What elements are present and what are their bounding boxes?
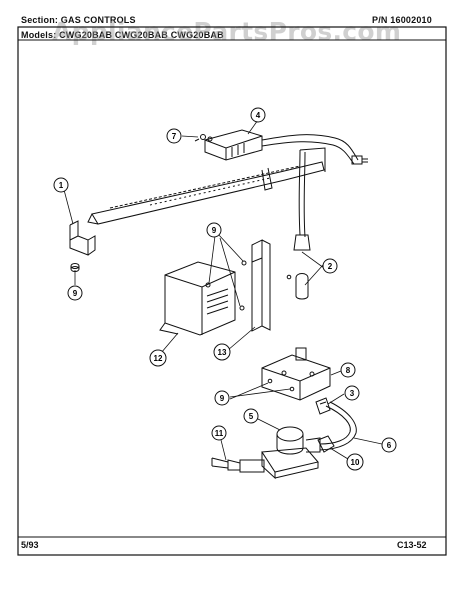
svg-text:9: 9 [73, 289, 78, 298]
callout-9-cover: 9 [206, 222, 222, 238]
svg-text:1: 1 [59, 181, 64, 190]
svg-text:9: 9 [212, 226, 217, 235]
callout-9-bracket: 9 [67, 285, 83, 301]
models-list: Models: CWG20BAB CWG20BAB CWG20BAB [21, 30, 224, 40]
callout-1: 1 [53, 177, 69, 193]
leader-lines [62, 119, 383, 461]
svg-text:4: 4 [256, 111, 261, 120]
svg-text:10: 10 [351, 458, 360, 467]
revision-date: 5/93 [21, 540, 39, 550]
burner-tube [87, 147, 326, 225]
svg-text:2: 2 [328, 262, 333, 271]
callout-6: 6 [381, 437, 397, 453]
tube-fitting [315, 397, 331, 415]
gas-valve [261, 347, 331, 401]
valve-nut [317, 435, 335, 453]
channel-bracket [251, 239, 271, 332]
svg-text:6: 6 [387, 441, 392, 450]
callout-5: 5 [243, 408, 259, 424]
svg-text:9: 9 [220, 394, 225, 403]
callout-8: 8 [340, 362, 356, 378]
svg-text:8: 8 [346, 366, 351, 375]
callout-2: 2 [322, 258, 338, 274]
callout-10: 10 [346, 453, 364, 471]
callout-13: 13 [213, 343, 231, 361]
inlet-pipe [211, 457, 229, 469]
igniter-assembly [204, 129, 368, 238]
callout-11: 11 [211, 425, 227, 441]
svg-text:5: 5 [249, 412, 254, 421]
screw-pair [194, 134, 213, 142]
callout-9-valve: 9 [214, 390, 230, 406]
page-code: C13-52 [397, 540, 427, 550]
callout-12: 12 [149, 349, 167, 367]
callout-4: 4 [250, 107, 266, 123]
cover-shield [159, 261, 236, 336]
callout-3: 3 [344, 385, 360, 401]
cover-screws [205, 260, 247, 311]
pressure-regulator [227, 426, 321, 480]
part-number: P/N 16002010 [372, 15, 432, 25]
frame-border [17, 26, 447, 556]
thermocouple-sensor [286, 234, 311, 300]
svg-text:12: 12 [154, 354, 163, 363]
svg-text:3: 3 [350, 389, 355, 398]
svg-text:11: 11 [215, 429, 224, 438]
mounting-bracket [69, 220, 96, 256]
svg-text:7: 7 [172, 132, 177, 141]
gas-tubing [319, 401, 357, 451]
watermark: AppliancePartsPros.com [52, 17, 402, 46]
section-title: Section: GAS CONTROLS [21, 15, 136, 25]
svg-text:13: 13 [218, 348, 227, 357]
callout-7: 7 [166, 128, 182, 144]
